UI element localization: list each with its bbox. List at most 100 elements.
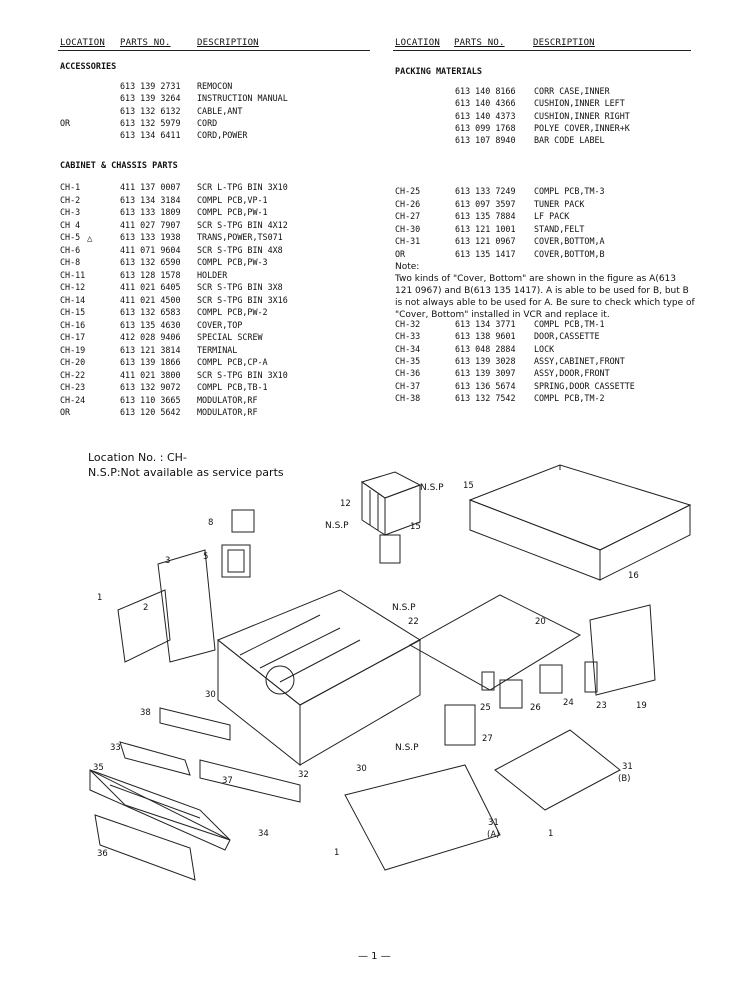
chassis2-part-loc: CH-37: [395, 380, 421, 391]
chassis-part-desc: COMPL PCB,TM-3: [534, 186, 605, 196]
cabinet-part-loc: CH-16: [60, 319, 86, 330]
chassis-part-part: 613 133 7249: [455, 186, 516, 196]
chassis-part-desc: LF PACK: [534, 211, 570, 221]
chassis2-part-desc: ASSY,DOOR,FRONT: [534, 368, 610, 379]
packing-desc: BAR CODE LABEL: [534, 135, 605, 146]
chassis-part-row: CH-25 613 133 7249 COMPL PCB,TM-3: [395, 185, 715, 197]
terminal-19-part: [589, 604, 656, 696]
cabinet-part-part: 613 133 1809: [120, 207, 181, 217]
cabinet-part-part: 613 120 5642: [120, 407, 181, 417]
tuner-pack-26-part: [499, 679, 523, 709]
chassis2-part-desc: COMPL PCB,TM-2: [534, 392, 605, 403]
cabinet-part-part: 613 128 1578: [120, 269, 181, 280]
chassis2-part-desc: COMPL PCB,TM-1: [534, 319, 605, 329]
nsp-tag-3: N.S.P: [392, 603, 416, 613]
chassis-part-loc: CH-31: [395, 236, 421, 246]
callout-17: 16: [628, 571, 639, 581]
callout-37: 37: [222, 776, 233, 786]
accessory-part: 613 132 6132: [120, 105, 181, 116]
header-description-left: DESCRIPTION: [197, 38, 259, 48]
chassis2-part-loc: CH-38: [395, 392, 421, 403]
chassis2-part-part: 613 138 9601: [455, 331, 516, 342]
chassis2-part-loc: CH-36: [395, 368, 421, 379]
chassis2-part-desc: LOCK: [534, 343, 555, 354]
callout-3: 3: [165, 556, 171, 566]
header-location-right: LOCATION: [395, 38, 440, 48]
accessories-title: ACCESSORIES: [60, 62, 117, 72]
chassis-part-part: 613 121 0967: [455, 236, 516, 246]
cassette-door-part: [119, 741, 191, 776]
chassis-part-desc: COVER,BOTTOM,A: [534, 236, 605, 246]
chassis-part-loc: CH-25: [395, 186, 421, 196]
callout-25: 25: [480, 703, 491, 713]
callout-34: 34: [258, 829, 269, 839]
bracket-2-part: [117, 589, 171, 663]
accessory-desc: INSTRUCTION MANUAL: [197, 93, 288, 104]
accessory-desc: CORD,POWER: [197, 130, 248, 141]
cabinet-part-part: 411 021 6405: [120, 282, 181, 292]
cabinet-part-desc: COMPL PCB,CP-A: [197, 357, 268, 367]
callout-27: 27: [482, 734, 493, 744]
accessory-row: 613 139 3264 INSTRUCTION MANUAL: [60, 92, 380, 104]
chassis2-part-desc: DOOR,CASSETTE: [534, 331, 600, 342]
chassis2-part-part: 613 139 3097: [455, 368, 516, 379]
packing-part: 613 140 8166: [455, 86, 516, 96]
cabinet-part-loc: CH-14: [60, 294, 86, 305]
modulator-24-part: [539, 664, 563, 694]
chassis2-part-loc: CH-34: [395, 343, 421, 354]
cabinet-part-desc: COMPL PCB,PW-2: [197, 307, 268, 317]
callout-8: 8: [208, 518, 214, 528]
cabinet-part-loc: CH-11: [60, 269, 86, 280]
transformer-part: [221, 544, 251, 578]
cabinet-part-desc: SCR S-TPG BIN 4X12: [197, 219, 288, 230]
packing-part: 613 140 4366: [455, 98, 516, 109]
cabinet-part-desc: SCR S-TPG BIN 3X16: [197, 294, 288, 305]
chassis-part-loc: OR: [395, 248, 406, 259]
accessory-part: 613 139 3264: [120, 93, 181, 104]
callout-33: 33: [110, 743, 121, 753]
cabinet-part-desc: COVER,TOP: [197, 319, 243, 330]
cabinet-part-desc: COMPL PCB,PW-3: [197, 257, 268, 267]
callout-22: 22: [408, 617, 419, 627]
chassis-part-part: 613 121 1001: [455, 223, 516, 234]
chassis2-part-row: CH-36 613 139 3097 ASSY,DOOR,FRONT: [395, 367, 715, 379]
cabinet-part-loc: CH-8: [60, 257, 81, 267]
cabinet-part-part: 411 027 7907: [120, 219, 181, 230]
chassis2-part-desc: ASSY,CABINET,FRONT: [534, 355, 625, 366]
chassis2-part-part: 613 132 7542: [455, 392, 516, 403]
callout-35: 35: [93, 763, 104, 773]
cabinet-part-part: 613 133 1938: [120, 232, 181, 242]
cabinet-part-part: 613 134 3184: [120, 194, 181, 205]
callout-1: 1: [97, 593, 103, 603]
pcb-32-part: [199, 759, 301, 803]
cabinet-part-desc: COMPL PCB,PW-1: [197, 207, 268, 217]
cabinet-part-loc: CH-20: [60, 357, 86, 367]
cabinet-part-desc: SCR S-TPG BIN 3X8: [197, 282, 283, 292]
cabinet-part-desc: SCR S-TPG BIN 4X8: [197, 244, 283, 255]
callout-30b: 30: [356, 764, 367, 774]
cabinet-part-desc: TRANS,POWER,TS071: [197, 232, 283, 242]
callout-16: 15: [463, 481, 474, 491]
heatsink-part: [360, 471, 422, 536]
pcb-3-part: [157, 549, 216, 663]
packing-part: 613 099 1768: [455, 122, 516, 133]
cabinet-part-part: 411 137 0007: [120, 182, 181, 192]
callout-36: 36: [97, 849, 108, 859]
callout-38: 38: [140, 708, 151, 718]
